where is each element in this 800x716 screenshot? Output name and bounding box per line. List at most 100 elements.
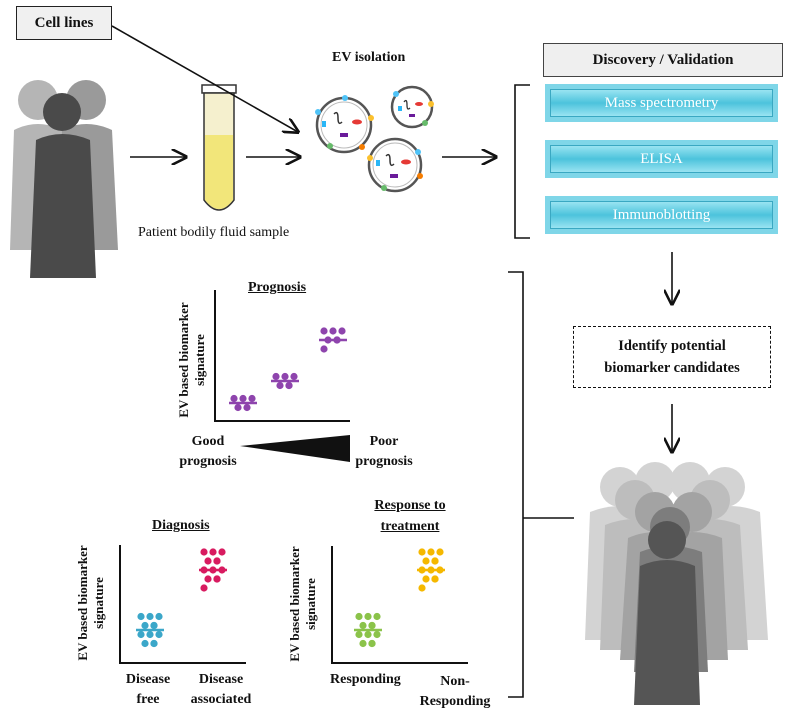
ylabel-line-2: signature [91,577,106,629]
prognosis-point [248,394,256,403]
cat-line-2: Responding [419,694,491,709]
response-axes [331,546,468,664]
response-point [355,630,363,639]
response-point [368,639,376,648]
response-point [373,630,381,639]
diagnosis-point [200,584,208,592]
prognosis-point [272,372,280,381]
diagnosis-point [213,557,221,565]
diagnosis-title: Diagnosis [152,518,210,533]
diagnosis-point [204,575,212,583]
poor-prognosis-label: Poor prognosis [352,432,416,472]
discovery-validation-box: Discovery / Validation [543,43,783,77]
diagnosis-point [146,630,154,639]
cat-line-2: free [136,692,160,707]
method-mass-spectrometry: Mass spectrometry [545,84,778,122]
response-title: Response to treatment [355,495,465,537]
disease-free-label: Disease free [120,670,176,710]
diagnosis-point [141,639,149,648]
patients-icon [10,80,118,278]
title-line-2: treatment [380,519,440,534]
diagnosis-point [209,548,217,556]
prognosis-gradient-triangle [240,435,350,462]
method-label: ELISA [640,150,683,167]
method-label: Immunoblotting [612,206,711,223]
test-tube-icon [201,84,237,211]
response-ylabel: EV based biomarker signature [287,534,319,674]
response-point [364,630,372,639]
diagnosis-point [155,630,163,639]
extracellular-vesicles-icon [315,85,434,193]
diagnosis-point [137,630,145,639]
response-point [359,639,367,648]
prognosis-ylabel: EV based biomarker signature [176,290,208,430]
prognosis-title: Prognosis [248,280,307,295]
prognosis-axes [214,290,350,422]
diagnosis-point [137,612,145,621]
non-responding-label: Non- Responding [410,672,500,712]
response-point [422,575,430,583]
response-point [364,612,372,621]
response-point [418,584,426,592]
diagnosis-point [141,621,149,630]
method-label: Mass spectrometry [604,94,719,111]
prognosis-point [243,403,251,412]
diagnosis-point [213,575,221,583]
prognosis-points [229,327,347,412]
responding-label: Responding [330,672,401,687]
cat-line-1: Disease [198,672,244,687]
poor-line-1: Poor [369,434,399,449]
cat-line-1: Non- [440,674,470,689]
response-point [373,612,381,621]
cell-lines-label: Cell lines [34,14,94,31]
method-elisa: ELISA [545,140,778,178]
diagnosis-point [218,548,226,556]
methods-bracket [514,84,530,239]
ylabel-line-2: signature [192,334,207,386]
cat-line-1: Disease [125,672,171,687]
method-immunoblotting: Immunoblotting [545,196,778,234]
good-line-2: prognosis [179,454,237,469]
diagnosis-point [155,612,163,621]
cat-line-2: associated [190,692,252,707]
prognosis-point [281,372,289,381]
disease-associated-label: Disease associated [180,670,262,710]
response-points [354,548,445,648]
ev-isolation-label: EV isolation [332,50,406,65]
ylabel-line-1: EV based biomarker [287,546,302,662]
prognosis-point [320,345,328,353]
prognosis-point [290,372,298,381]
prognosis-point [320,327,328,335]
title-line-1: Response to [374,498,446,513]
prognosis-point [276,381,284,390]
ylabel-line-1: EV based biomarker [75,545,90,661]
cell-lines-box: Cell lines [16,6,112,40]
prognosis-point [338,327,346,335]
diagnosis-point [150,621,158,630]
prognosis-point [285,381,293,390]
response-point [431,557,439,565]
diagnosis-axes [119,545,246,664]
prognosis-point [329,327,337,335]
prognosis-point [234,403,242,412]
response-point [431,575,439,583]
prognosis-point [239,394,247,403]
ylabel-line-1: EV based biomarker [176,302,191,418]
candidates-line-1: Identify potential [618,338,726,354]
diagnosis-point [200,548,208,556]
response-point [427,548,435,556]
poor-line-2: prognosis [355,454,413,469]
diagnosis-point [204,557,212,565]
candidates-line-2: biomarker candidates [604,360,740,376]
response-point [359,621,367,630]
prognosis-point [230,394,238,403]
response-point [436,548,444,556]
diagnosis-point [146,612,154,621]
good-prognosis-label: Good prognosis [178,432,238,472]
ylabel-line-2: signature [303,578,318,630]
response-point [368,621,376,630]
response-point [355,612,363,621]
patient-sample-label: Patient bodily fluid sample [138,225,290,240]
diagnosis-point [150,639,158,648]
